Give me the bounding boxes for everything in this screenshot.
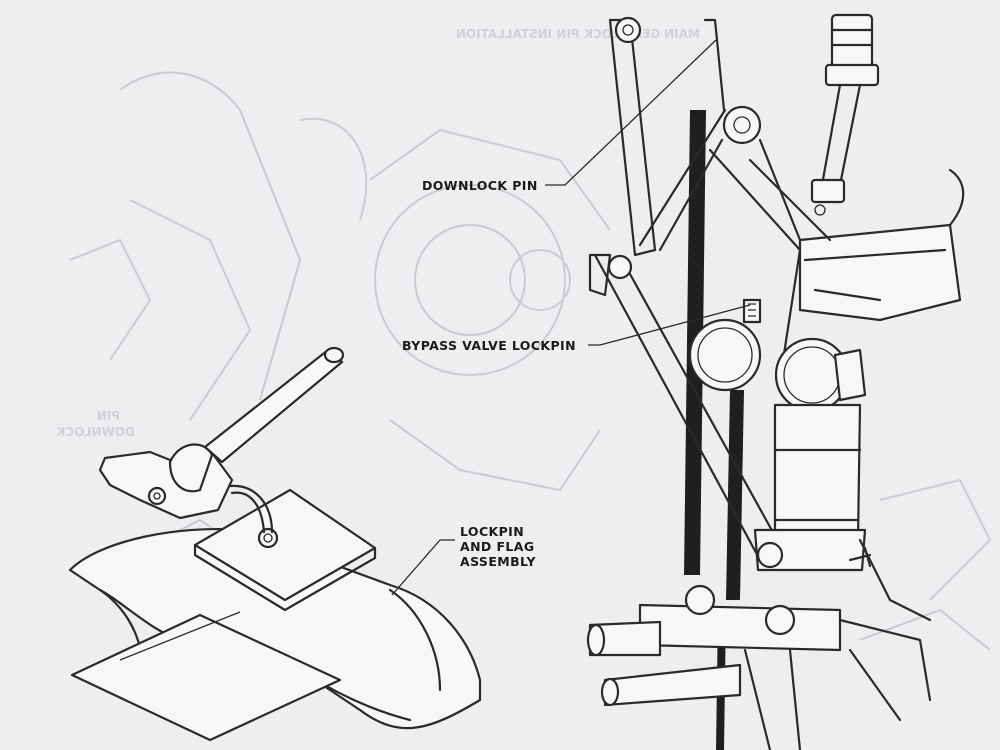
leader-lockpin-flag [391,539,455,596]
label-lockpin-flag-line1: LOCKPIN [460,524,525,539]
bypass-valve-cap-left [688,318,762,392]
black-bar-center [726,390,744,600]
lockpin-flag-assembly-drawing [68,346,482,742]
leader-lines [391,39,751,596]
main-gear-strut-drawing [586,13,965,750]
mirrored-label-line1: PIN [97,409,120,423]
mirrored-label-line2: DOWNLOCK [55,425,135,439]
leader-bypass-valve [588,304,751,346]
label-lockpin-flag-line2: AND FLAG [460,539,535,554]
lockpin-shaft [203,348,344,464]
label-downlock-pin: DOWNLOCK PIN [422,178,538,193]
lockpin-handle [98,448,234,520]
label-lockpin-flag-line3: ASSEMBLY [460,554,536,569]
label-bypass-valve-lockpin: BYPASS VALVE LOCKPIN [402,338,576,353]
grommet [257,527,279,549]
mirrored-title: MAIN GEAR LOCK PIN INSTALLATION [456,27,700,41]
leader-downlock-pin [545,39,717,186]
